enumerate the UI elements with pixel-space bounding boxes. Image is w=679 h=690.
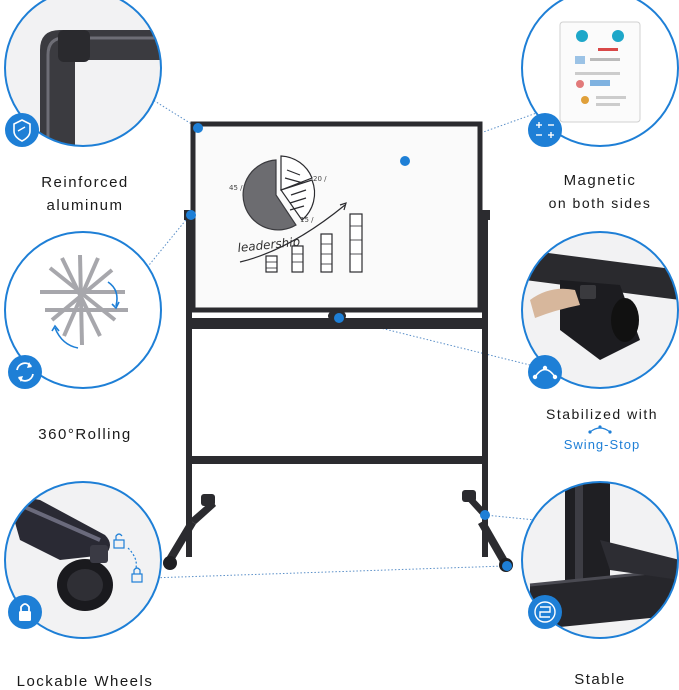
label-lockable: Lockable Wheels: [16, 673, 154, 690]
label-stable: Stable: [574, 671, 626, 688]
label-magnetic-line2: on both sides: [548, 195, 652, 211]
swing-stop-glyph: [588, 425, 612, 434]
pie-label-2: 20 /: [313, 175, 327, 183]
board-word: leadership: [237, 234, 301, 255]
plus-minus-icon: [528, 113, 562, 147]
swing-arc-icon: [528, 355, 562, 389]
label-reinforced-line2: aluminum: [46, 197, 124, 214]
callout-dots: [186, 123, 512, 571]
circle-stable: [521, 481, 679, 639]
pie-label-3: 15 /: [300, 216, 314, 224]
circle-magnetic: [521, 0, 679, 147]
circle-swing-stop: [521, 231, 679, 389]
label-stabilized-line1: Stabilized with: [546, 406, 658, 422]
whiteboard-stand: 45 / 20 / 15 / leadership: [163, 121, 513, 572]
circle-rolling: [4, 231, 162, 389]
rotate-icon: [8, 355, 42, 389]
label-stabilized-line2: Swing-Stop: [563, 437, 641, 452]
label-rolling: 360°Rolling: [38, 426, 132, 443]
circle-reinforced: [4, 0, 162, 147]
pie-label-1: 45 /: [229, 184, 243, 192]
label-magnetic-line1: Magnetic: [563, 172, 637, 189]
label-reinforced-line1: Reinforced: [41, 174, 129, 191]
shield-icon: [5, 113, 39, 147]
circle-lockable: [4, 481, 162, 639]
